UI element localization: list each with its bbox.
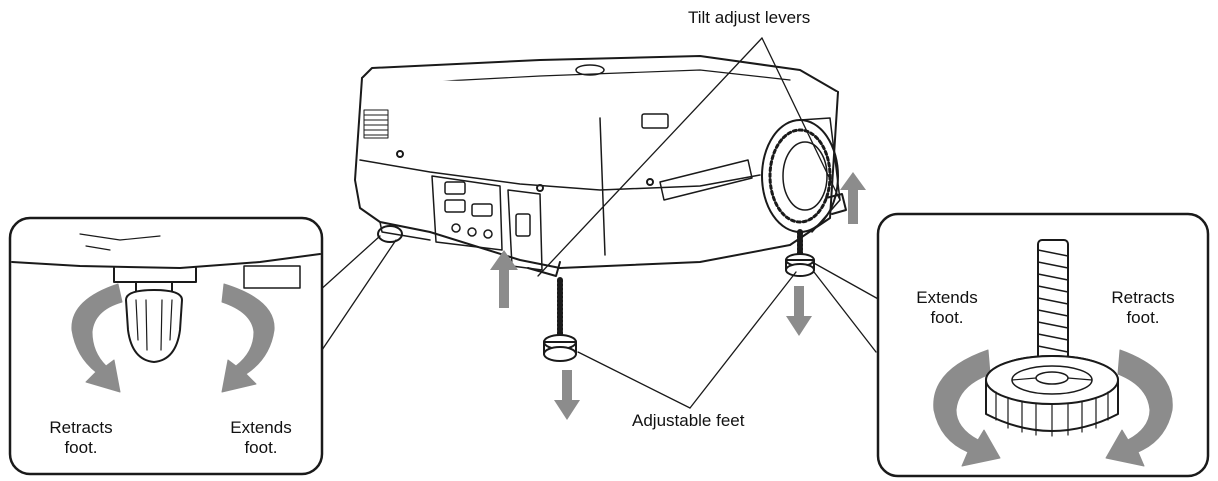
right-inset-foot-knob (985, 355, 1119, 437)
leader-tilt-right (761, 37, 841, 201)
motion-arrows (490, 172, 866, 420)
left-inset-retracts-label: Retracts foot. (36, 418, 126, 458)
connector-panel (431, 175, 543, 271)
right-inset-arrow-extends (933, 349, 1001, 467)
rear-foot (377, 225, 403, 243)
projector-illustration (354, 55, 847, 362)
projector-body (354, 77, 839, 269)
arrow-down-right-foot (786, 286, 812, 336)
adjustable-feet-label: Adjustable feet (632, 411, 745, 430)
adjustable-foot-left (543, 277, 577, 362)
left-inset-panel (8, 216, 324, 476)
left-retracts-line2: foot. (64, 438, 98, 457)
adjustable-foot-right (785, 229, 815, 277)
left-inset-foot-knob (125, 281, 183, 363)
left-extends-line1: Extends (230, 418, 292, 437)
right-inset-arrow-retracts (1105, 349, 1173, 467)
vent-grille (363, 109, 389, 139)
tilt-lever-left (527, 261, 561, 277)
right-inset-screw (1037, 239, 1069, 373)
arrow-up-left-lever (490, 250, 518, 308)
right-extends-line1: Extends (916, 288, 978, 307)
leader-feet-left (577, 351, 691, 409)
right-inset-retracts-label: Retracts foot. (1098, 288, 1188, 328)
arrow-down-left-foot (554, 370, 580, 420)
right-retracts-line2: foot. (1126, 308, 1160, 327)
left-retracts-line1: Retracts (49, 418, 113, 437)
tilt-lever-right (825, 193, 847, 215)
right-inset-panel (876, 212, 1210, 478)
left-inset-extends-label: Extends foot. (216, 418, 306, 458)
leader-feet-right (689, 271, 797, 409)
tilt-adjust-levers-label: Tilt adjust levers (688, 8, 811, 27)
callout-lines (317, 37, 881, 409)
right-extends-line2: foot. (930, 308, 964, 327)
left-extends-line2: foot. (244, 438, 278, 457)
right-retracts-line1: Retracts (1111, 288, 1175, 307)
leader-tilt-left (537, 37, 763, 277)
right-inset-extends-label: Extends foot. (902, 288, 992, 328)
arrow-up-right-lever (840, 172, 866, 224)
left-inset-arrow-extends (221, 283, 275, 393)
left-inset-arrow-retracts (71, 283, 123, 393)
